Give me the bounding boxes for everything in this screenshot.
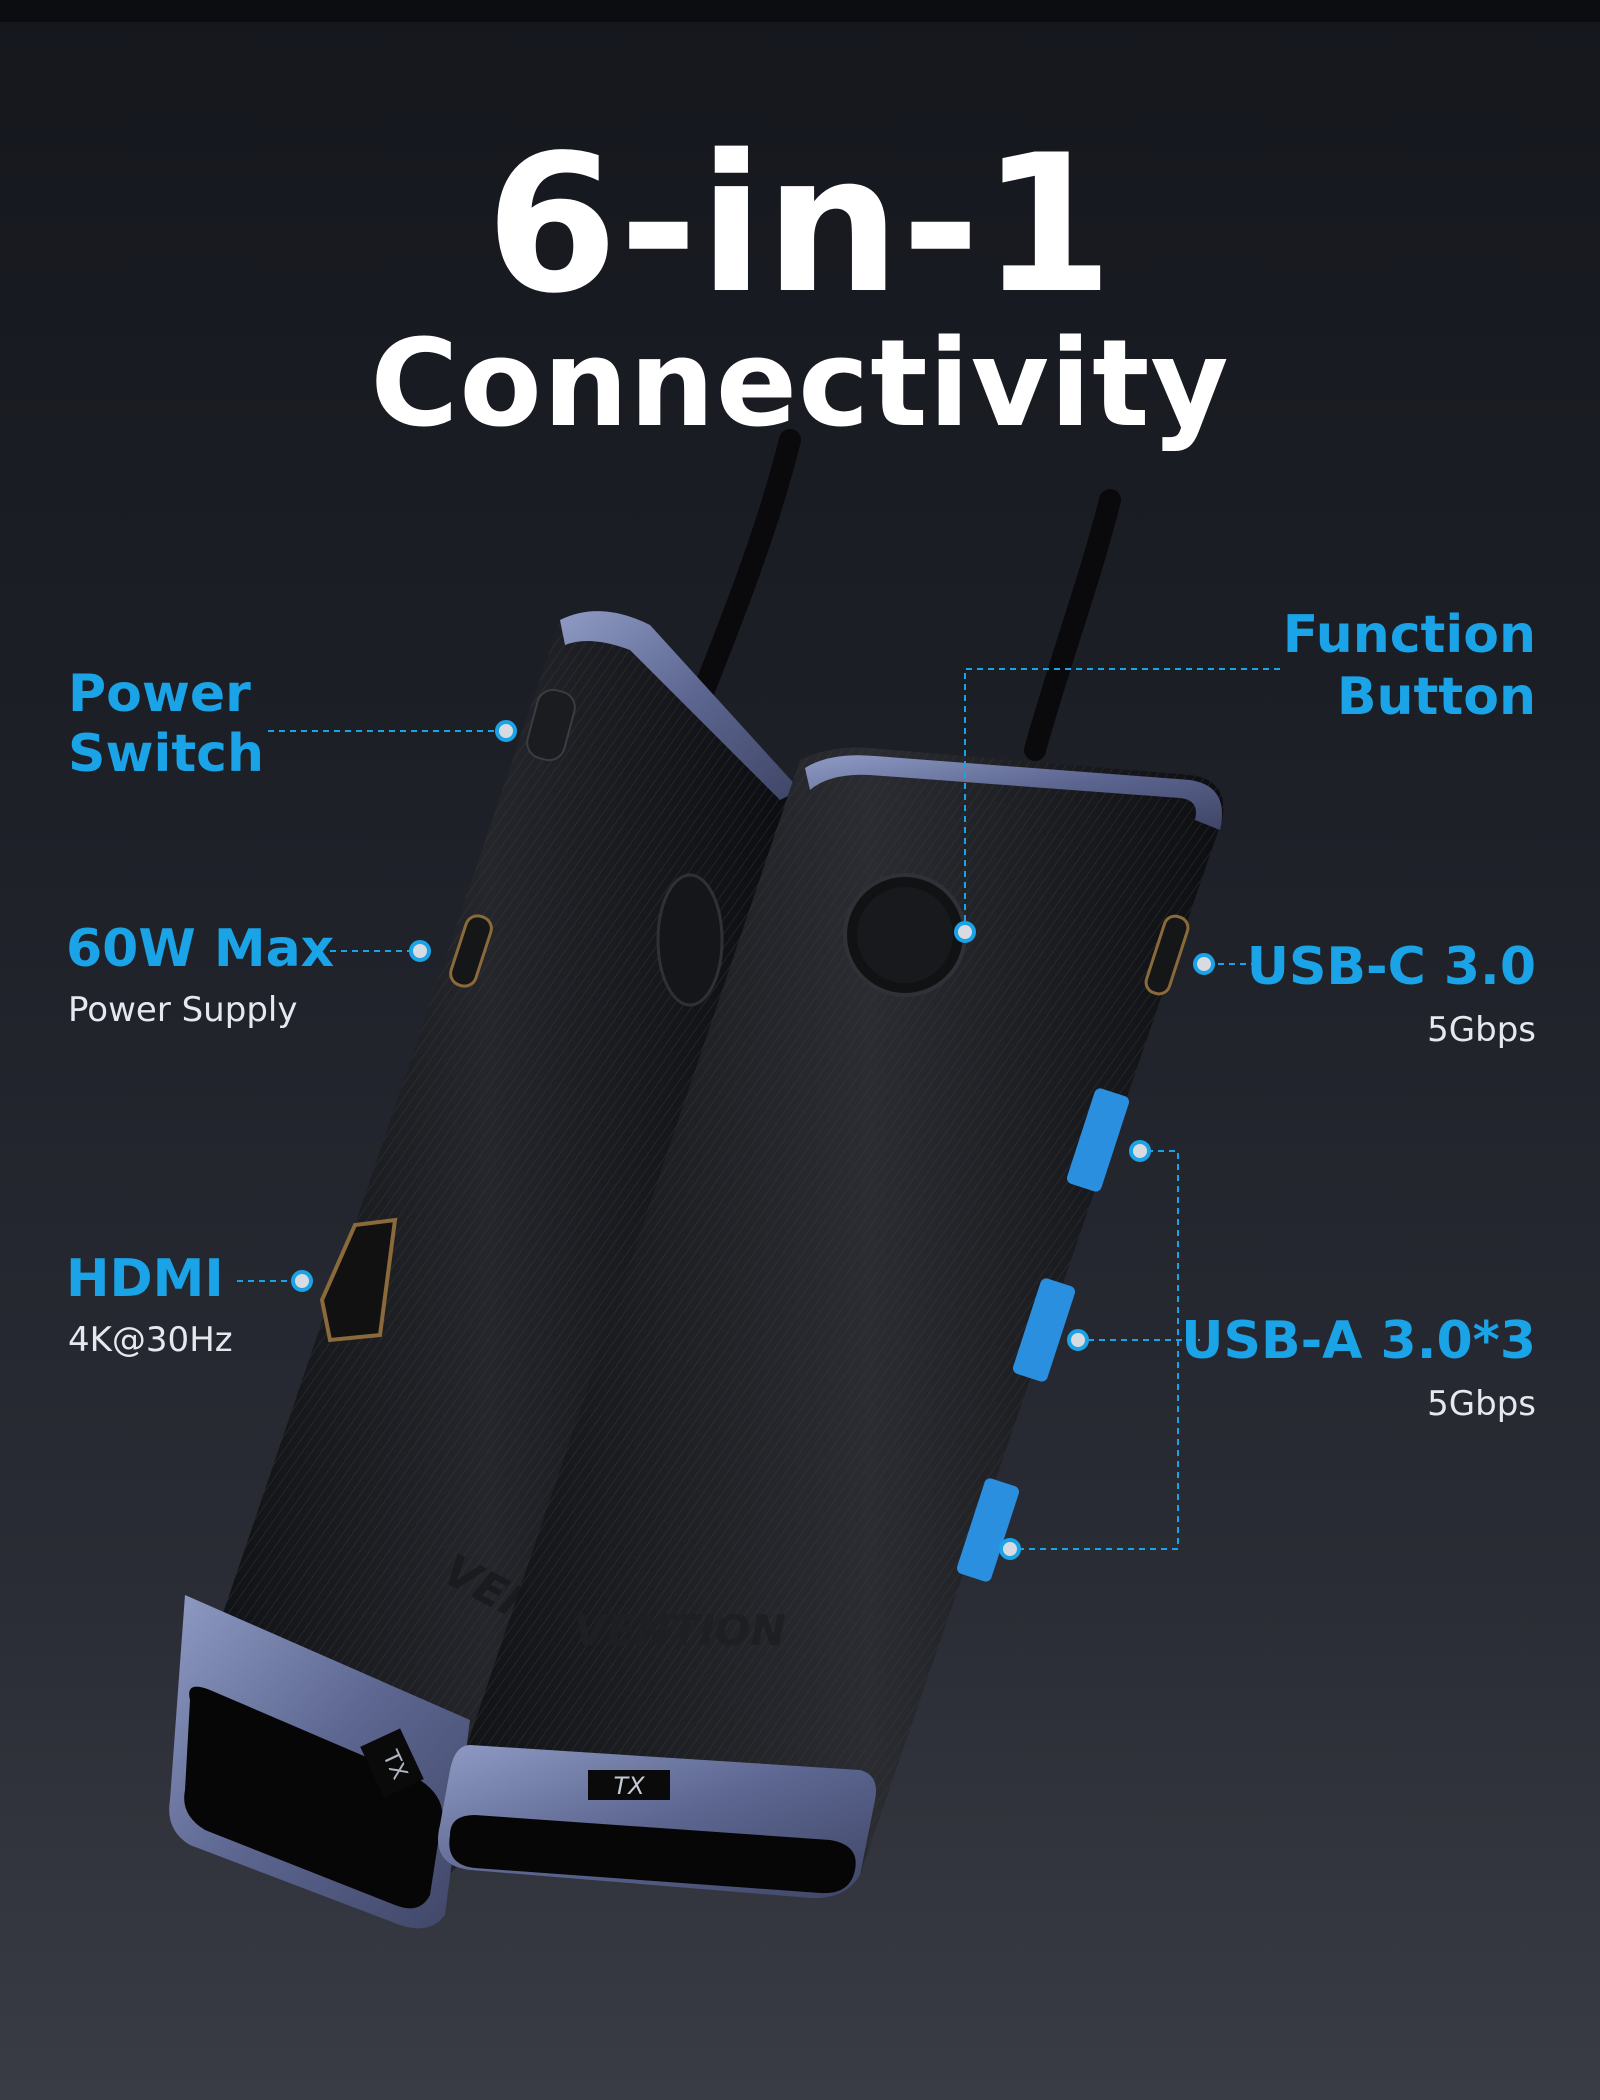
- label-function-button: Function Button: [1283, 604, 1536, 728]
- function-button-line1: Function: [1282, 605, 1536, 665]
- power-switch-line1: Power: [68, 664, 251, 724]
- label-power-switch: Power Switch: [68, 664, 264, 784]
- brand-right: VENTION: [574, 1606, 785, 1655]
- label-power-supply-sub: Power Supply: [68, 990, 298, 1030]
- cable-right: [1024, 489, 1121, 761]
- hub-left: TX VENTION: [169, 611, 800, 1929]
- tag-right-text: TX: [613, 1772, 645, 1800]
- label-hdmi-sub: 4K@30Hz: [68, 1320, 233, 1360]
- power-switch-line2: Switch: [68, 724, 265, 784]
- label-power-supply-title: 60W Max: [66, 919, 335, 979]
- label-usb-a-sub: 5Gbps: [1427, 1384, 1536, 1424]
- label-usb-c-title: USB-C 3.0: [1246, 937, 1536, 997]
- cable-left: [689, 429, 801, 711]
- headline-line1: 6-in-1: [485, 114, 1115, 335]
- headline-line2: Connectivity: [370, 315, 1230, 454]
- label-hdmi-title: HDMI: [66, 1249, 224, 1309]
- label-usb-a-title: USB-A 3.0*3: [1181, 1311, 1536, 1371]
- label-usb-c-sub: 5Gbps: [1427, 1010, 1536, 1050]
- top-border: [0, 0, 1600, 22]
- hub-right: TX VENTION: [438, 747, 1224, 1899]
- function-button-line2: Button: [1336, 667, 1536, 727]
